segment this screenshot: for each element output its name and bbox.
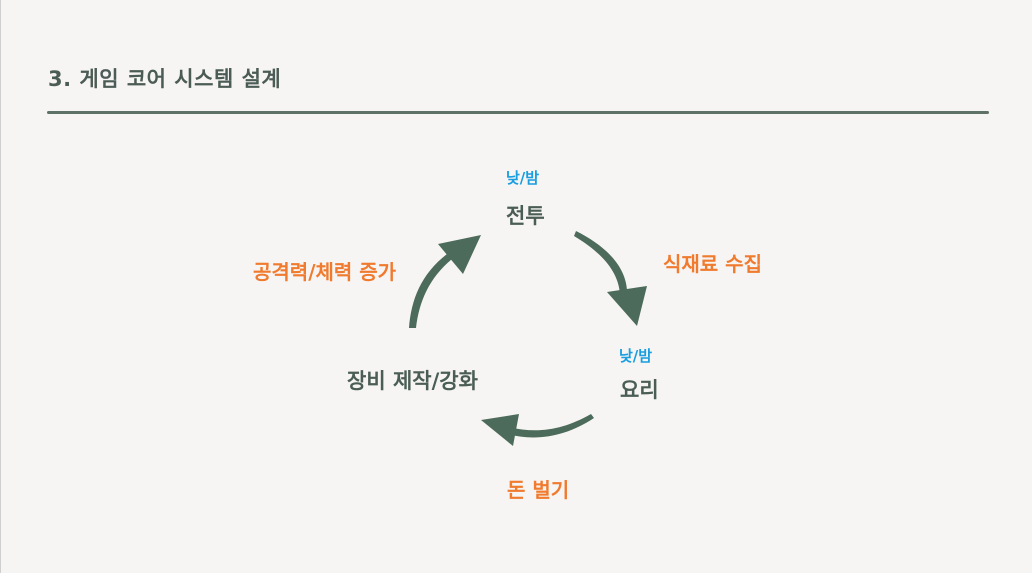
edge-label-collect-ingredients: 식재료 수집 (663, 252, 762, 276)
edge-label-earn-money: 돈 벌기 (507, 478, 570, 502)
edge-label-stat-increase: 공격력/체력 증가 (253, 260, 397, 284)
node-cooking: 요리 (620, 378, 659, 402)
node-crafting: 장비 제작/강화 (347, 369, 478, 393)
node-combat: 전투 (506, 204, 545, 228)
arrow-combat-to-cooking (574, 231, 647, 326)
arrow-crafting-to-combat (409, 235, 481, 328)
slide-title: 3. 게임 코어 시스템 설계 (48, 67, 282, 91)
arrow-cooking-to-crafting (481, 414, 594, 446)
title-divider (47, 111, 989, 114)
cooking-time-tag: 낮/밤 (619, 347, 653, 365)
combat-time-tag: 낮/밤 (506, 169, 540, 187)
